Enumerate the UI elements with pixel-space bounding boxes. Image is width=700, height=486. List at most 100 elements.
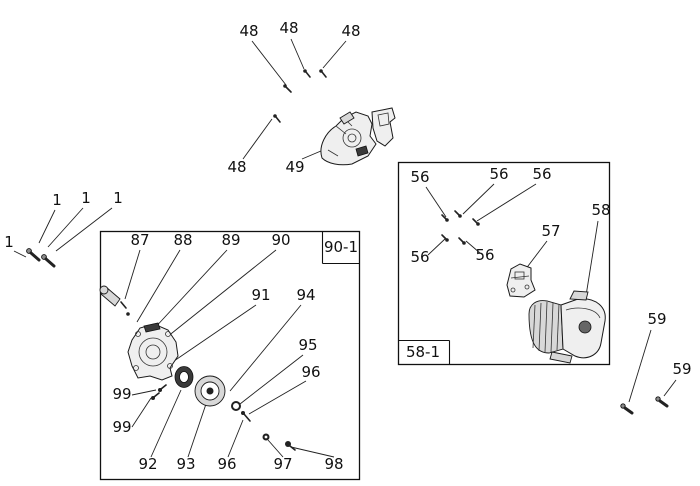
part-rib <box>556 303 560 351</box>
leader-48-b <box>290 38 305 70</box>
screw-shaft <box>454 210 460 216</box>
part-rib <box>550 302 554 353</box>
callout-99-lower: 99 <box>112 418 131 436</box>
part-detail <box>377 112 390 127</box>
part-detail <box>565 307 601 319</box>
screw-shaft <box>321 71 327 78</box>
leader-90 <box>161 249 277 342</box>
callout-94: 94 <box>296 286 315 304</box>
leader-1-b <box>47 207 84 248</box>
part-crankcase <box>127 322 179 381</box>
part-56-screw-cluster <box>441 210 480 245</box>
part-detail <box>167 363 173 369</box>
callout-48-b: 48 <box>279 19 298 37</box>
leader-56-e <box>465 240 481 254</box>
callout-87: 87 <box>130 231 149 249</box>
leader-96-bottom <box>227 419 244 458</box>
part-detail <box>355 145 369 157</box>
callout-57: 57 <box>541 222 560 240</box>
callout-99-upper: 99 <box>112 385 131 403</box>
leader-56-b <box>462 183 495 215</box>
callout-1-a: 1 <box>52 191 62 209</box>
callout-1-c: 1 <box>113 189 123 207</box>
leader-59-lower <box>663 379 677 397</box>
screw-59-right <box>655 396 669 408</box>
screw-shaft <box>275 116 281 123</box>
part-49-carburetor <box>320 107 396 166</box>
callout-59-upper: 59 <box>647 310 666 328</box>
part-detail <box>339 111 355 125</box>
leader-56-c <box>476 183 537 222</box>
screw-48-4 <box>273 114 281 123</box>
callout-95: 95 <box>298 336 317 354</box>
leader-48-c <box>322 40 347 69</box>
callout-56-e: 56 <box>475 246 494 264</box>
part-detail <box>524 284 530 290</box>
part-outline <box>371 107 396 147</box>
part-detail <box>549 351 573 364</box>
callout-56-d: 56 <box>410 248 429 266</box>
box-58-1 <box>397 161 611 366</box>
screw-shaft <box>441 214 447 220</box>
part-detail <box>510 287 516 293</box>
part-95-washer <box>231 401 241 411</box>
part-detail <box>99 285 109 295</box>
leader-91 <box>173 304 257 362</box>
leader-59-upper <box>628 329 652 403</box>
part-rib <box>532 304 536 349</box>
part-detail <box>120 301 127 309</box>
callout-56-b: 56 <box>489 165 508 183</box>
screw-48-2 <box>303 69 311 78</box>
callout-48-c: 48 <box>341 22 360 40</box>
box-90-1 <box>99 230 361 481</box>
leader-1-c <box>55 207 113 252</box>
leader-58 <box>584 220 599 303</box>
leader-94 <box>229 304 302 392</box>
callout-96-bottom: 96 <box>217 455 236 473</box>
screw-48-3 <box>319 69 327 78</box>
part-detail <box>135 331 141 337</box>
screw-head <box>126 312 130 316</box>
leader-89 <box>150 249 228 333</box>
part-99-screws <box>151 384 167 400</box>
callout-92: 92 <box>138 455 157 473</box>
part-detail <box>143 322 161 333</box>
screw-shaft <box>243 413 251 422</box>
part-rib <box>544 301 548 353</box>
box-label-90-1: 90-1 <box>324 238 358 256</box>
part-58-cover <box>528 290 606 364</box>
leader-96-right <box>248 380 307 415</box>
callout-1-d: 1 <box>4 233 14 251</box>
part-detail <box>179 371 189 383</box>
callout-56-c: 56 <box>532 165 551 183</box>
part-detail <box>133 365 139 371</box>
leader-48-d <box>242 118 273 160</box>
part-97-nut <box>262 433 270 441</box>
screw-shaft <box>441 234 447 240</box>
screw-shaft <box>29 251 41 262</box>
callout-56-a: 56 <box>410 168 429 186</box>
callout-59-lower: 59 <box>672 360 691 378</box>
leader-93 <box>187 403 207 458</box>
callout-98: 98 <box>324 455 343 473</box>
part-detail <box>510 275 530 279</box>
screw-1-left <box>26 248 41 262</box>
part-detail <box>165 331 171 337</box>
leader-99-lower <box>131 397 152 428</box>
part-96-screw <box>241 411 251 422</box>
part-87-pin <box>99 285 130 316</box>
part-detail <box>138 337 168 367</box>
part-detail <box>578 320 592 334</box>
leader-48-a <box>251 40 287 86</box>
part-outline <box>127 323 179 381</box>
leader-99-upper <box>131 389 157 396</box>
screw-shaft <box>658 399 669 408</box>
leader-95 <box>239 354 304 405</box>
callout-91: 91 <box>251 286 270 304</box>
screw-shaft <box>44 257 56 268</box>
callout-58: 58 <box>591 201 610 219</box>
callout-97: 97 <box>273 455 292 473</box>
leader-88 <box>136 249 181 323</box>
part-rib <box>538 302 542 352</box>
